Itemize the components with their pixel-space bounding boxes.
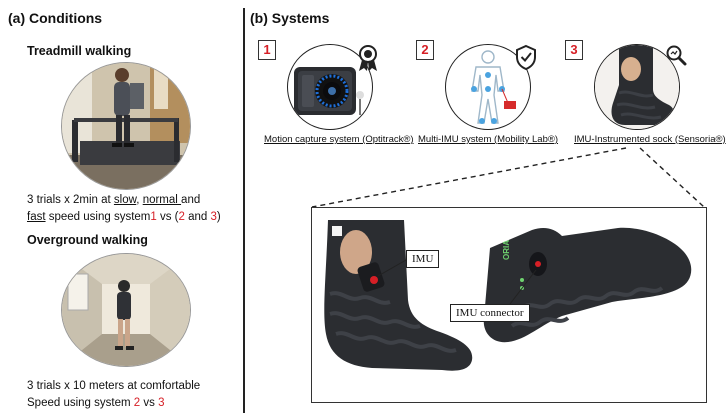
treadmill-title: Treadmill walking bbox=[27, 44, 132, 58]
system-ref-1: 1 bbox=[150, 211, 157, 223]
caption-text: and bbox=[184, 211, 211, 223]
speed-fast: fast bbox=[27, 211, 46, 223]
treadmill-caption: 3 trials x 2min at slow, normal and fast… bbox=[27, 192, 242, 226]
system-ref-2: 2 bbox=[133, 397, 141, 409]
caption-text: 3 trials x 2min at bbox=[27, 194, 114, 206]
imu-callout: IMU bbox=[406, 250, 440, 268]
system-1-image bbox=[287, 44, 373, 130]
panel-a-title: (a) Conditions bbox=[8, 10, 103, 26]
system-ref-2: 2 bbox=[178, 211, 185, 223]
treadmill-photo bbox=[61, 62, 191, 190]
sock-detail-panel: ORIA IMU IMU connector bbox=[311, 207, 707, 403]
body-sensors-icon bbox=[471, 50, 516, 124]
speed-normal: normal bbox=[142, 194, 182, 206]
system-ref-3: 3 bbox=[210, 211, 217, 223]
speed-slow: slow bbox=[113, 194, 137, 206]
caption-text: ) bbox=[216, 211, 221, 223]
panel-divider bbox=[243, 8, 245, 413]
caption-text: vs ( bbox=[156, 211, 179, 223]
panel-b-title: (b) Systems bbox=[250, 10, 330, 26]
shield-check-icon bbox=[516, 44, 536, 70]
system-1-number: 1 bbox=[258, 40, 276, 60]
overground-photo bbox=[61, 253, 191, 367]
hallway-scene bbox=[62, 254, 190, 366]
overground-caption: 3 trials x 10 meters at comfortable Spee… bbox=[27, 378, 242, 412]
camera-icon bbox=[294, 67, 364, 115]
sock-brand-text: ORIA bbox=[502, 240, 511, 260]
system-1-label: Motion capture system (Optitrack®) bbox=[264, 134, 414, 145]
system-3-number: 3 bbox=[565, 40, 583, 60]
caption-text: vs bbox=[140, 397, 159, 409]
caption-text: , bbox=[136, 194, 143, 206]
caption-text: 3 trials x 10 meters at comfortable bbox=[27, 380, 201, 392]
system-ref-3: 3 bbox=[158, 397, 165, 409]
system-3-label: IMU-Instrumented sock (Sensoria®) bbox=[574, 134, 726, 145]
imu-connector-callout: IMU connector bbox=[450, 304, 530, 322]
award-ribbon-icon bbox=[359, 45, 377, 71]
treadmill-scene bbox=[62, 63, 190, 189]
caption-text: Speed using system bbox=[27, 397, 134, 409]
caption-text: speed using system bbox=[45, 211, 151, 223]
sock-icon bbox=[595, 45, 679, 129]
overground-title: Overground walking bbox=[27, 233, 148, 247]
system-2-label: Multi-IMU system (Mobility Lab®) bbox=[418, 134, 559, 145]
system-2-number: 2 bbox=[416, 40, 434, 60]
system-3-image bbox=[594, 44, 680, 130]
caption-text: and bbox=[181, 194, 201, 206]
magnifier-icon bbox=[666, 45, 687, 66]
